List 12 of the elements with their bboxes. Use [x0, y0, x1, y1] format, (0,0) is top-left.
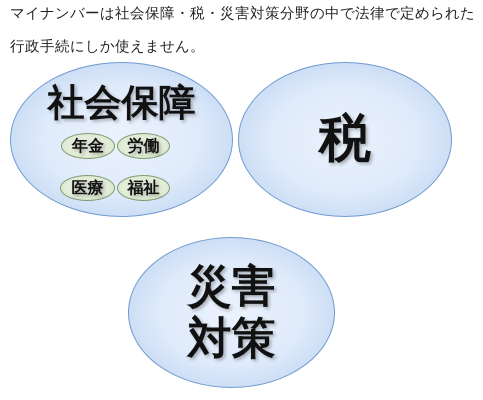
ellipse-label: 福祉 — [128, 179, 160, 197]
topic-ellipse — [117, 133, 170, 159]
ellipse-label: 災害対策 — [186, 260, 276, 364]
topic-ellipse — [61, 133, 115, 159]
ellipse-label: 年金 — [72, 137, 104, 155]
ellipse-label: 税 — [319, 110, 371, 168]
ellipse-label: 医療 — [72, 179, 104, 197]
topic-ellipse — [60, 175, 115, 201]
topic-ellipse — [117, 175, 170, 201]
ellipse-label: 社会保障 — [46, 83, 196, 124]
heading-text: マイナンバーは社会保障・税・災害対策分野の中で法律で定められた行政手続にしか使えません。 — [10, 4, 476, 57]
ellipse-label: 労働 — [128, 137, 160, 155]
